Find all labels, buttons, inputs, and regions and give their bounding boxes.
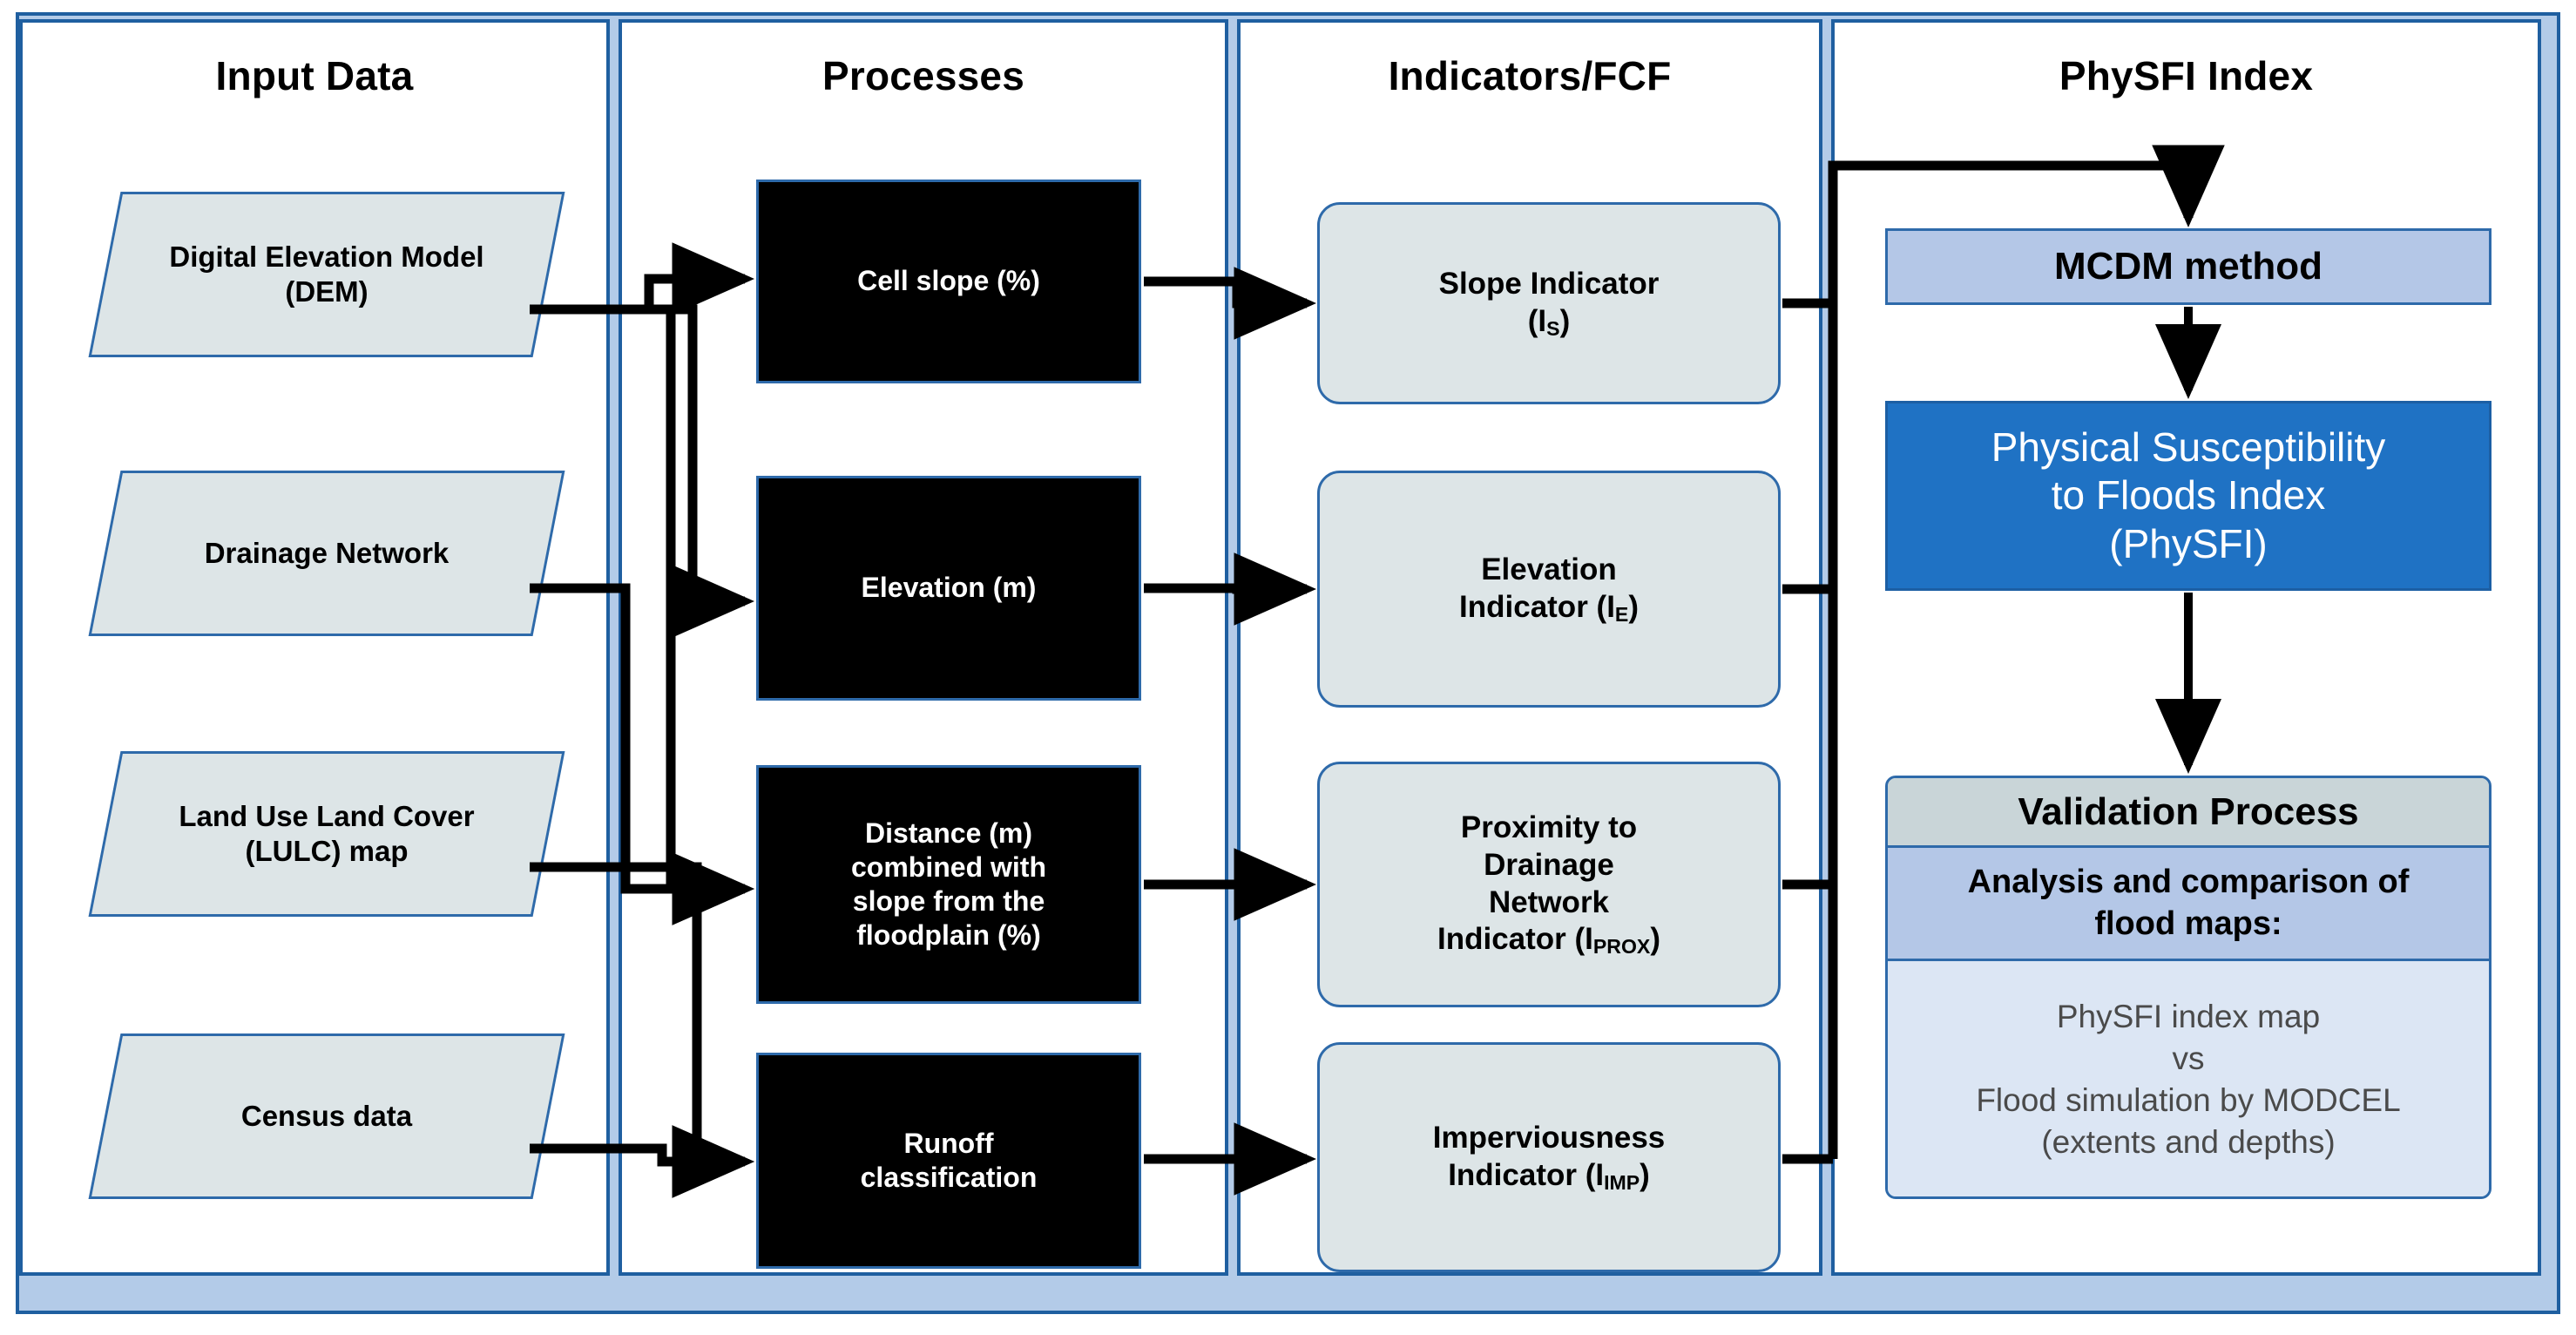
indicator-node-proximity-drainage-label: Proximity to Drainage Network Indicator … <box>1437 810 1660 959</box>
indicator-node-slope[interactable]: Slope Indicator (IS) <box>1317 202 1781 404</box>
input-node-lulc-map-label: Land Use Land Cover (LULC) map <box>179 799 475 867</box>
column-title-indicators-fcf: Indicators/FCF <box>1388 53 1672 98</box>
input-node-drainage-network-label: Drainage Network <box>204 536 450 569</box>
process-node-cell-slope[interactable]: Cell slope (%) <box>756 180 1141 383</box>
validation-body: PhySFI index map vs Flood simulation by … <box>1888 961 2489 1196</box>
physfi-node-index[interactable]: Physical Susceptibility to Floods Index … <box>1885 401 2491 591</box>
physfi-node-validation[interactable]: Validation Process Analysis and comparis… <box>1885 776 2491 1199</box>
validation-subheader: Analysis and comparison of flood maps: <box>1888 848 2489 961</box>
input-node-drainage-network[interactable]: Drainage Network <box>88 471 565 636</box>
indicator-node-elevation[interactable]: Elevation Indicator (IE) <box>1317 471 1781 708</box>
indicator-node-slope-label: Slope Indicator (IS) <box>1438 267 1660 340</box>
indicator-node-proximity-drainage[interactable]: Proximity to Drainage Network Indicator … <box>1317 762 1781 1007</box>
process-node-runoff-classification[interactable]: Runoff classification <box>756 1053 1141 1269</box>
input-node-census-data[interactable]: Census data <box>88 1033 565 1199</box>
physfi-node-mcdm-method[interactable]: MCDM method <box>1885 228 2491 305</box>
process-node-distance-floodplain[interactable]: Distance (m) combined with slope from th… <box>756 765 1141 1004</box>
indicator-node-imperviousness[interactable]: Imperviousness Indicator (IIMP) <box>1317 1042 1781 1272</box>
column-title-physfi-index: PhySFI Index <box>2059 53 2314 98</box>
column-title-processes: Processes <box>822 53 1024 98</box>
indicator-node-imperviousness-label: Imperviousness Indicator (IIMP) <box>1432 1121 1666 1194</box>
input-node-dem-label: Digital Elevation Model (DEM) <box>169 240 484 308</box>
process-node-elevation[interactable]: Elevation (m) <box>756 476 1141 701</box>
input-node-lulc-map[interactable]: Land Use Land Cover (LULC) map <box>88 751 565 917</box>
column-title-input-data: Input Data <box>215 53 414 98</box>
validation-header: Validation Process <box>1888 778 2489 848</box>
indicator-node-elevation-label: Elevation Indicator (IE) <box>1459 552 1639 626</box>
input-node-census-data-label: Census data <box>240 1099 413 1132</box>
input-node-dem[interactable]: Digital Elevation Model (DEM) <box>88 192 565 357</box>
